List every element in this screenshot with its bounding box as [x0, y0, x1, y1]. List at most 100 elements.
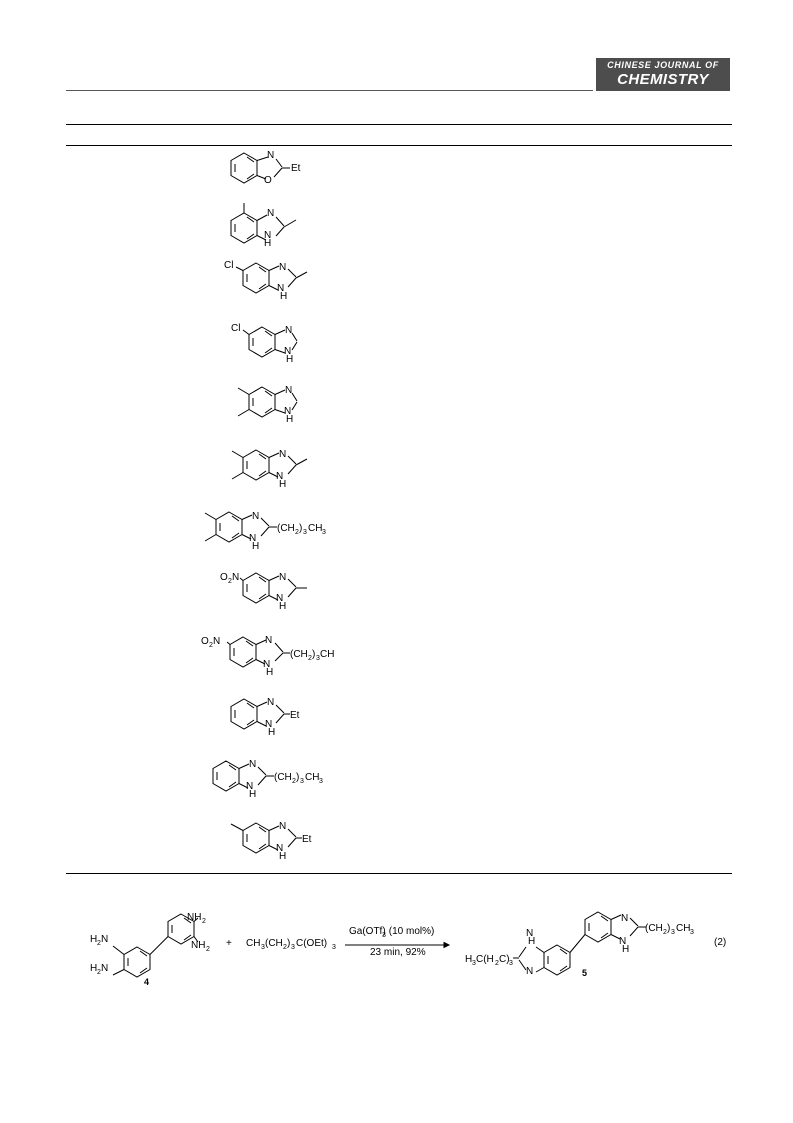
bond	[287, 587, 297, 598]
atom-label-N: N	[252, 511, 259, 522]
svg-text:(CH: (CH	[645, 923, 663, 934]
methyl-bond	[237, 387, 250, 395]
substituent-butyl-truncated: (CH 2 ) 3 CH	[290, 649, 334, 662]
reactant-biphenyl-tetraamine	[112, 913, 199, 978]
structure-4-methyl-2-methylbenzimidazole	[230, 203, 297, 244]
svg-text:H: H	[90, 934, 97, 945]
atom-label-N: N	[249, 533, 256, 544]
atom-label-N: N	[279, 572, 286, 583]
c2-double-bond	[275, 216, 285, 227]
svg-text:3: 3	[509, 960, 513, 967]
ring-double-bond	[246, 702, 255, 709]
structure-2-methyl-5-nitrobenzimidazole	[239, 572, 307, 604]
substituent-ethyl: Et	[291, 163, 301, 174]
svg-text:3: 3	[291, 944, 295, 951]
methyl-bond	[231, 450, 244, 458]
atom-label-N: N	[277, 283, 284, 294]
bond	[287, 277, 297, 288]
c2-double-bond	[287, 268, 297, 278]
structure-2-butylbenzimidazole	[212, 760, 274, 792]
compound-label-4: 4	[144, 977, 149, 987]
structure-2-ethylbenzimidazole	[230, 698, 290, 730]
atom-label-N: N	[264, 230, 271, 241]
product-butyl-left: H 3 C(H 2 C) 3	[465, 954, 513, 967]
svg-text:NH: NH	[191, 940, 205, 951]
svg-text:3: 3	[322, 529, 326, 536]
reaction-conditions: 23 min, 92%	[370, 947, 426, 958]
svg-text:): )	[296, 772, 299, 783]
structure-2-butyl-5-6-dimethylbenzimidazole	[204, 511, 277, 543]
svg-text:): )	[312, 649, 315, 660]
bond	[256, 175, 267, 180]
atom-label-N: N	[276, 593, 283, 604]
svg-text:3: 3	[319, 778, 323, 785]
svg-text:N: N	[101, 963, 108, 974]
atom-label-H: H	[279, 851, 286, 862]
atom-label-N: N	[263, 659, 270, 670]
ring-double-bond	[246, 719, 255, 726]
svg-text:3: 3	[472, 960, 476, 967]
bond	[255, 659, 266, 665]
atom-label-N: N	[267, 150, 274, 161]
methyl-bond	[204, 512, 217, 520]
nitro-bond	[239, 577, 244, 581]
svg-text:2: 2	[206, 946, 210, 953]
ring-double-bond	[264, 407, 273, 414]
ring-double-bond	[228, 764, 237, 771]
atom-label-H: H	[268, 727, 275, 738]
ring-double-bond	[258, 826, 267, 833]
methyl-bond	[237, 409, 250, 417]
svg-text:3: 3	[303, 529, 307, 536]
c2-double-bond	[275, 158, 283, 168]
nitro-bond	[226, 641, 231, 645]
svg-text:3: 3	[332, 944, 336, 951]
ring-double-bond	[258, 453, 267, 460]
atom-label-N: N	[265, 719, 272, 730]
atom-label-H: H	[528, 936, 535, 947]
svg-text:(10 mol%): (10 mol%)	[386, 926, 434, 937]
atom-label-N: N	[276, 843, 283, 854]
equation-number: (2)	[714, 937, 726, 948]
c2-double-bond	[291, 332, 298, 342]
c2-double-bond	[260, 517, 270, 527]
atom-label-N: N	[265, 635, 272, 646]
bond	[287, 464, 297, 475]
bond	[274, 349, 286, 354]
biaryl-bond	[569, 934, 586, 953]
atom-label-N: N	[284, 346, 291, 357]
ring-double-bond	[231, 515, 240, 522]
svg-text:3: 3	[261, 944, 265, 951]
atom-label-N: N	[276, 471, 283, 482]
bond	[283, 219, 297, 228]
catalyst-label: Ga(OTf) 3 (10 mol%)	[349, 926, 434, 939]
atom-label-H: H	[286, 354, 293, 365]
bond	[268, 452, 280, 458]
bond	[256, 721, 267, 727]
svg-text:(CH: (CH	[265, 938, 283, 949]
svg-text:C(OEt): C(OEt)	[296, 938, 327, 949]
product-butyl-right: (CH 2 ) 3 CH 3	[645, 923, 694, 936]
c2-double-bond	[287, 455, 297, 465]
bond	[275, 713, 285, 724]
substituent-chloro: Cl	[231, 323, 240, 334]
atom-label-H: H	[252, 541, 259, 552]
orthoester-reagent: CH 3 (CH 2 ) 3 C(OEt) 3	[246, 938, 336, 951]
svg-text:2: 2	[295, 529, 299, 536]
svg-text:CH: CH	[320, 649, 334, 660]
atom-label-N: N	[285, 385, 292, 396]
svg-text:): )	[287, 938, 290, 949]
substituent-ethyl: Et	[302, 834, 312, 845]
atom-label-H: H	[249, 789, 256, 800]
product-bis-benzimidazole	[513, 911, 646, 976]
ring-double-bond	[258, 470, 267, 477]
substituent-butyl: (CH 2 ) 3 CH 3	[274, 772, 323, 785]
bond	[241, 534, 252, 540]
bond	[268, 595, 279, 601]
svg-text:O: O	[220, 572, 228, 583]
substituent-chloro: Cl	[224, 260, 233, 271]
svg-text:CH: CH	[308, 523, 322, 534]
svg-text:3: 3	[316, 655, 320, 662]
bond	[291, 341, 298, 351]
svg-text:CH: CH	[246, 938, 260, 949]
